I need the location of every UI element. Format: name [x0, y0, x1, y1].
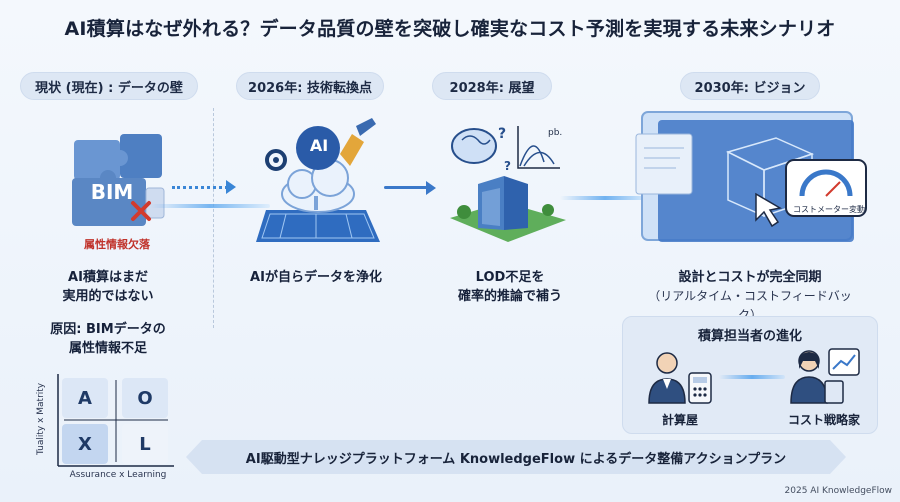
flow-arrow-head — [426, 181, 436, 195]
caption-current-cause: 原因: BIMデータの 属性情報不足 — [50, 322, 166, 356]
caption-2026: AIが自らデータを浄化 — [250, 270, 382, 285]
matrix-cell-a: A — [62, 378, 108, 418]
aoxl-matrix: Tuality x Matrity A O X L Assurance x Le… — [28, 372, 178, 490]
stage-pill-current: 現状 (現在) : データの壁 — [20, 72, 198, 100]
strategist-person-icon — [790, 348, 860, 404]
bim-label: BIM — [90, 180, 134, 204]
evolution-from-label: 計算屋 — [661, 413, 698, 427]
vision-tablet-illustration — [635, 111, 867, 242]
flow-arrow-shaft — [384, 186, 428, 189]
action-plan-banner: AI駆動型ナレッジプラットフォーム KnowledgeFlow によるデータ整備… — [186, 440, 846, 474]
evolution-to-label: コスト戦略家 — [787, 413, 860, 427]
bim-puzzle-illustration — [72, 134, 165, 226]
cost-meter-label: コストメーター変動 — [793, 205, 865, 214]
dotted-arrow-head — [226, 180, 236, 194]
matrix-cell-x: X — [62, 424, 108, 464]
matrix-y-axis-label: Tuality x Matrity — [36, 382, 46, 456]
matrix-axes — [57, 374, 174, 467]
footer-credit: 2025 AI KnowledgeFlow — [784, 486, 892, 496]
evolution-panel: 積算担当者の進化 計算屋 コスト戦略家 — [622, 316, 878, 434]
calculator-person-icon — [648, 352, 712, 404]
caption-current: AI積算はまだ 実用的ではない — [62, 270, 154, 304]
ai-chip-label: AI — [309, 136, 329, 155]
missing-x-icon — [131, 201, 151, 221]
flow-stream-2 — [560, 196, 650, 200]
missing-attribute-label: 属性情報欠落 — [84, 238, 150, 251]
stage-pill-2026: 2026年: 技術転換点 — [236, 72, 384, 100]
evolution-flow — [719, 375, 785, 379]
matrix-cell-o: O — [122, 378, 168, 418]
matrix-x-axis-label: Assurance x Learning — [69, 470, 167, 480]
ai-cloud-illustration — [256, 118, 380, 242]
evolution-title: 積算担当者の進化 — [697, 329, 802, 344]
pb-label: pb. — [548, 128, 563, 138]
svg-text:?: ? — [498, 126, 506, 142]
stage-divider — [213, 108, 214, 328]
matrix-cell-l: L — [122, 424, 168, 464]
page-title: AI積算はなぜ外れる？データ品質の壁を突破し確実なコスト予測を実現する未来シナリ… — [64, 18, 836, 40]
brain-building-illustration: ? ? — [450, 126, 566, 242]
flow-stream-1 — [150, 204, 270, 208]
stage-pill-2030: 2030年: ビジョン — [680, 72, 820, 100]
stage-pill-2028: 2028年: 展望 — [432, 72, 552, 100]
caption-2028: LOD不足を 確率的推論で補う — [457, 270, 562, 304]
svg-text:?: ? — [504, 159, 511, 173]
dotted-connector — [172, 186, 228, 189]
